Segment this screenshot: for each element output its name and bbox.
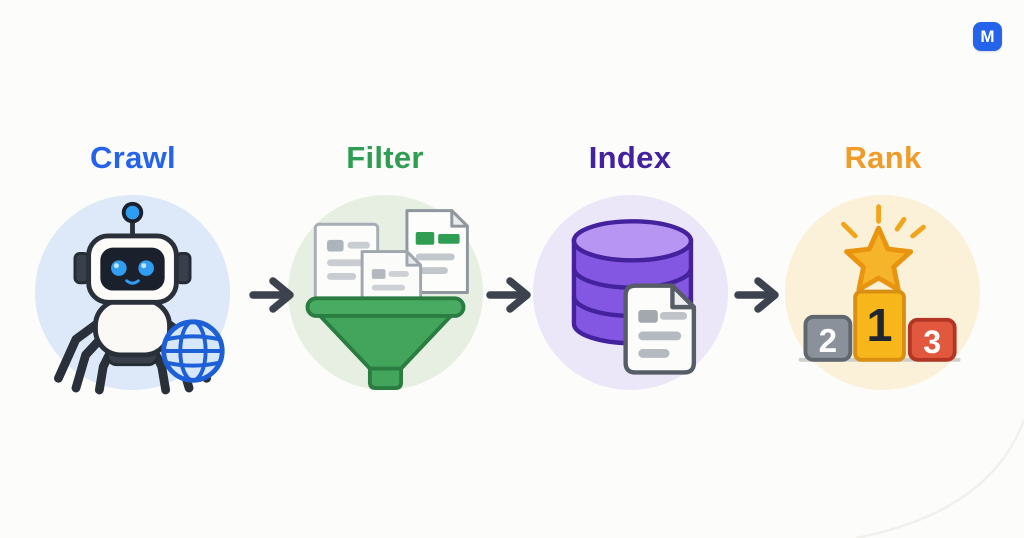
- step-label-rank: Rank: [844, 140, 922, 175]
- arrow-right-icon-1: [249, 277, 294, 313]
- podium-with-star-icon: 2 3 1: [798, 204, 961, 362]
- arrow-right-icon-3: [734, 277, 779, 313]
- robot-body: [93, 297, 172, 358]
- podium-second-number: 2: [819, 323, 837, 360]
- step-label-filter: Filter: [346, 140, 424, 175]
- podium-third-block: 3: [907, 317, 957, 362]
- step-circle-filter: [288, 195, 483, 390]
- funnel-icon: [305, 296, 466, 390]
- robot-mouth: [125, 279, 140, 285]
- star-rays: [841, 204, 926, 239]
- step-label-index: Index: [588, 140, 672, 175]
- step-circle-crawl: [35, 195, 230, 395]
- podium-first-number: 1: [867, 299, 893, 351]
- brand-logo-letter: M: [980, 27, 995, 46]
- step-circle-index: [533, 195, 728, 390]
- podium-second-block: 2: [803, 314, 853, 362]
- document-icon: [623, 283, 697, 375]
- database-with-document-icon: [571, 219, 697, 375]
- robot-spider-with-globe-icon: [54, 201, 225, 395]
- robot-eyes: [111, 260, 154, 276]
- step-circle-rank: 2 3 1: [785, 195, 980, 390]
- globe-icon: [161, 319, 225, 383]
- star-icon: [844, 225, 914, 293]
- podium-first-block: 1: [853, 289, 906, 362]
- robot-face-screen: [100, 247, 165, 291]
- funnel-with-documents-icon: [305, 209, 469, 390]
- podium-third-number: 3: [923, 324, 941, 360]
- arrow-right-icon-2: [486, 277, 531, 313]
- document-icon-center: [360, 250, 423, 304]
- brand-logo: M: [973, 22, 1002, 51]
- step-label-crawl: Crawl: [90, 140, 176, 175]
- robot-antenna: [121, 201, 144, 236]
